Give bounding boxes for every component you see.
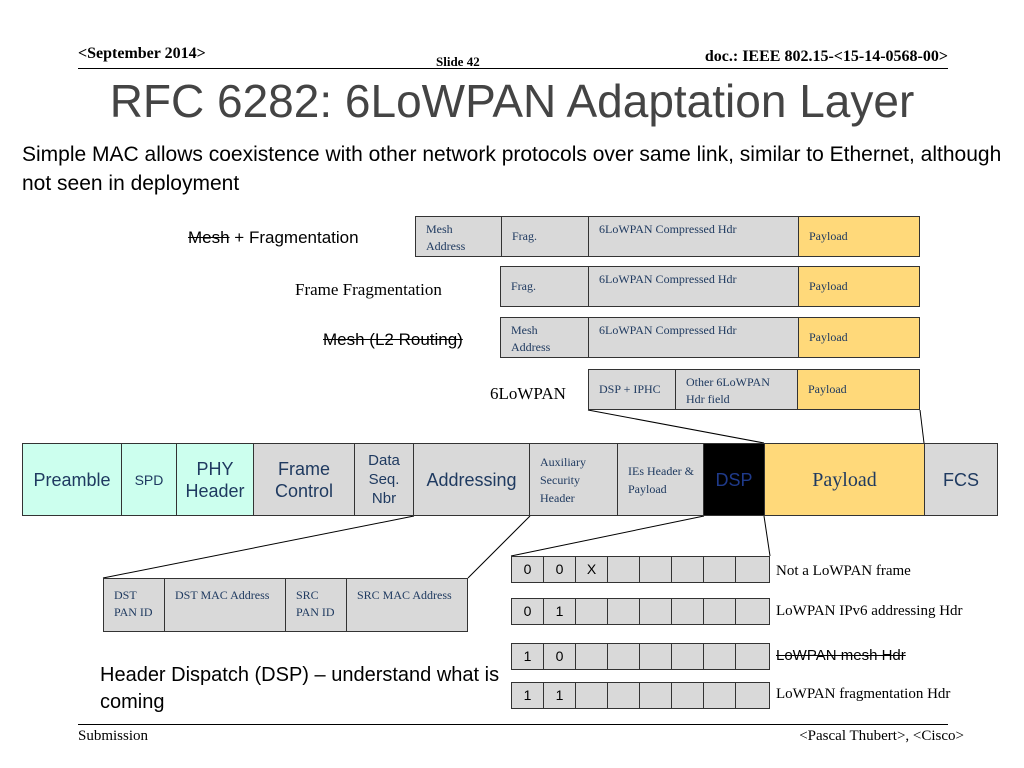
field-frag: Frag. xyxy=(501,267,589,306)
field-payload: Payload xyxy=(799,318,919,357)
bit xyxy=(672,683,704,708)
header-format-mesh-fragmentation: Mesh Address Frag. 6LoWPAN Compressed Hd… xyxy=(415,216,920,257)
row-label-6lowpan: 6LoWPAN xyxy=(490,384,566,403)
bit: 1 xyxy=(544,599,576,624)
frame-aux-security: Auxiliary Security Header xyxy=(529,443,618,516)
frame-addressing: Addressing xyxy=(413,443,530,516)
bit xyxy=(736,557,768,582)
bit: 1 xyxy=(544,683,576,708)
field-payload: Payload xyxy=(799,267,919,306)
bit: 1 xyxy=(512,644,544,669)
addr-src-pan-id: SRC PAN ID xyxy=(286,579,347,631)
footer-submission: Submission xyxy=(78,728,149,744)
bit xyxy=(640,599,672,624)
header-date: <September 2014> xyxy=(78,45,206,62)
row-label-mesh-l2-routing: Mesh (L2 Routing) xyxy=(323,330,463,349)
field-mesh-address: Mesh Address xyxy=(501,318,589,357)
bit xyxy=(640,644,672,669)
row-label-frame-fragmentation: Frame Fragmentation xyxy=(295,280,442,299)
bit xyxy=(608,557,640,582)
bit xyxy=(608,683,640,708)
frame-preamble: Preamble xyxy=(22,443,122,516)
field-compressed-hdr: 6LoWPAN Compressed Hdr xyxy=(589,217,799,256)
bit: 1 xyxy=(512,683,544,708)
header-format-6lowpan: DSP + IPHC Other 6LoWPAN Hdr field Paylo… xyxy=(588,369,920,410)
bit xyxy=(640,683,672,708)
frame-data-seq-nbr: Data Seq. Nbr xyxy=(354,443,414,516)
addr-src-mac: SRC MAC Address xyxy=(357,588,452,602)
mac-frame: Preamble SPD PHY Header Frame Control Da… xyxy=(22,443,998,516)
field-compressed-hdr: 6LoWPAN Compressed Hdr xyxy=(589,318,799,357)
field-frag: Frag. xyxy=(502,217,589,256)
bit xyxy=(736,683,768,708)
frame-payload: Payload xyxy=(764,443,925,516)
frame-dsp: DSP xyxy=(703,443,765,516)
bit xyxy=(608,599,640,624)
dispatch-label: LoWPAN mesh Hdr xyxy=(776,647,906,664)
footer-author: <Pascal Thubert>, <Cisco> xyxy=(799,728,964,744)
bit xyxy=(608,644,640,669)
field-payload: Payload xyxy=(799,217,919,256)
field-mesh-address: Mesh Address xyxy=(416,217,502,256)
dispatch-pattern-row: 0 1 xyxy=(511,598,770,625)
bit xyxy=(704,557,736,582)
bit xyxy=(672,644,704,669)
dispatch-pattern-row: 0 0 X xyxy=(511,556,770,583)
bit xyxy=(576,683,608,708)
bit: X xyxy=(576,557,608,582)
bit xyxy=(672,557,704,582)
slide-subtitle: Simple MAC allows coexistence with other… xyxy=(22,143,1002,195)
frame-fcs: FCS xyxy=(924,443,998,516)
field-other-hdr: Other 6LoWPAN Hdr field xyxy=(676,370,798,409)
frame-spd: SPD xyxy=(121,443,177,516)
addr-dst-pan-id: DST PAN ID xyxy=(104,579,165,631)
addr-dst-mac: DST MAC Address xyxy=(165,579,286,631)
bit xyxy=(704,683,736,708)
bit: 0 xyxy=(512,599,544,624)
bit: 0 xyxy=(544,557,576,582)
bit xyxy=(672,599,704,624)
frame-control: Frame Control xyxy=(253,443,355,516)
bit xyxy=(704,644,736,669)
footer-divider xyxy=(78,724,948,725)
doc-id: doc.: IEEE 802.15-<15-14-0568-00> xyxy=(704,48,948,65)
row-label-rest: + Fragmentation xyxy=(229,228,359,247)
row-label-mesh-fragmentation: Mesh + Fragmentation xyxy=(188,228,359,248)
slide-number: Slide 42 xyxy=(436,54,480,69)
addressing-fields: DST PAN ID DST MAC Address SRC PAN ID SR… xyxy=(103,578,468,632)
bit: 0 xyxy=(544,644,576,669)
dsp-note: Header Dispatch (DSP) – understand what … xyxy=(100,664,500,713)
dispatch-label: LoWPAN fragmentation Hdr xyxy=(776,686,951,702)
row-label-strike: Mesh xyxy=(188,228,230,247)
field-dsp-iphc: DSP + IPHC xyxy=(589,370,676,409)
bit xyxy=(576,644,608,669)
bit xyxy=(736,599,768,624)
dispatch-pattern-row: 1 0 xyxy=(511,643,770,670)
frame-ies: IEs Header & Payload xyxy=(617,443,704,516)
slide-title: RFC 6282: 6LoWPAN Adaptation Layer xyxy=(109,75,915,127)
bit xyxy=(704,599,736,624)
dispatch-pattern-row: 1 1 xyxy=(511,682,770,709)
dispatch-label: Not a LoWPAN frame xyxy=(776,563,911,579)
bit xyxy=(640,557,672,582)
field-compressed-hdr: 6LoWPAN Compressed Hdr xyxy=(589,267,799,306)
bit xyxy=(576,599,608,624)
header-format-mesh-routing: Mesh Address 6LoWPAN Compressed Hdr Payl… xyxy=(500,317,920,358)
field-payload: Payload xyxy=(798,370,919,409)
dispatch-label: LoWPAN IPv6 addressing Hdr xyxy=(776,603,963,619)
header-divider xyxy=(78,68,948,69)
bit xyxy=(736,644,768,669)
header-format-frame-fragmentation: Frag. 6LoWPAN Compressed Hdr Payload xyxy=(500,266,920,307)
frame-phy-header: PHY Header xyxy=(176,443,254,516)
bit: 0 xyxy=(512,557,544,582)
